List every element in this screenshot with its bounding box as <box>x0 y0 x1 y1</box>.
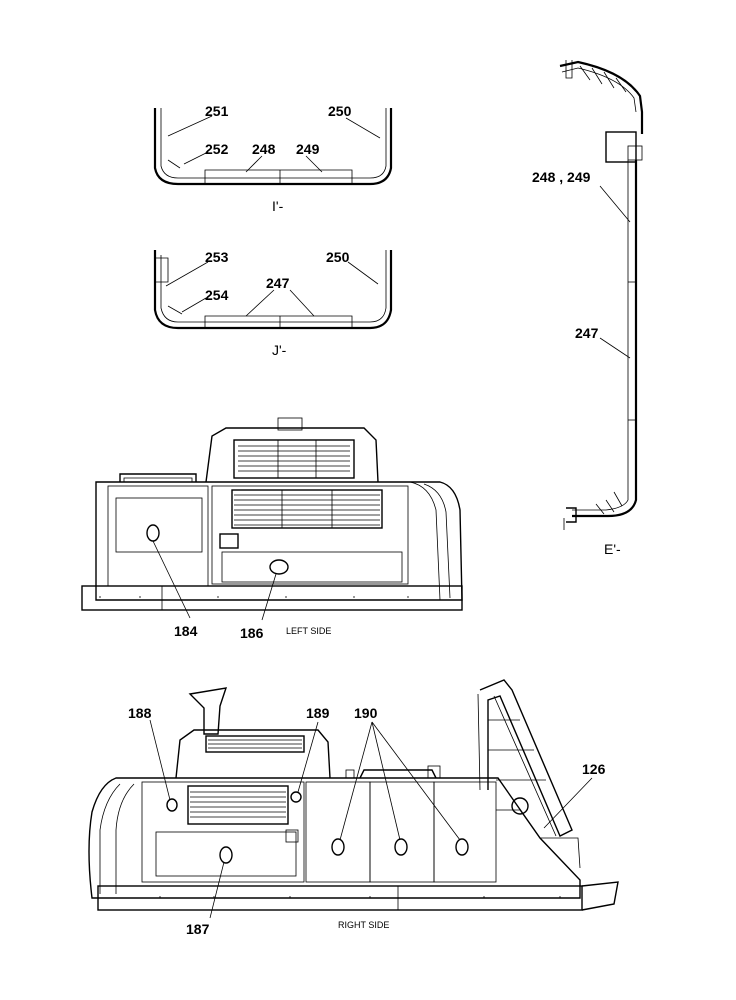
label-253: 253 <box>205 249 229 265</box>
caption-view-j: J'- <box>272 342 287 358</box>
label-186: 186 <box>240 625 264 641</box>
right-side-drawing <box>88 679 619 919</box>
label-249: 249 <box>296 141 320 157</box>
label-247-j: 247 <box>266 275 290 291</box>
caption-view-i: I'- <box>272 198 284 214</box>
label-251: 251 <box>205 103 229 119</box>
label-187: 187 <box>186 921 210 937</box>
label-250-i: 250 <box>328 103 352 119</box>
label-126: 126 <box>582 761 606 777</box>
label-190: 190 <box>354 705 378 721</box>
caption-right-side: RIGHT SIDE <box>338 920 389 930</box>
left-side-drawing <box>81 417 463 621</box>
caption-left-side: LEFT SIDE <box>286 626 331 636</box>
caption-view-e: E'- <box>604 541 621 557</box>
label-189: 189 <box>306 705 330 721</box>
label-247-e: 247 <box>575 325 599 341</box>
label-252: 252 <box>205 141 229 157</box>
label-188: 188 <box>128 705 152 721</box>
label-248: 248 <box>252 141 276 157</box>
label-248-249: 248 , 249 <box>532 169 591 185</box>
label-184: 184 <box>174 623 198 639</box>
view-e-drawing <box>559 60 644 530</box>
view-i-drawing <box>153 108 393 186</box>
label-254: 254 <box>205 287 229 303</box>
view-j-drawing <box>153 250 393 330</box>
label-250-j: 250 <box>326 249 350 265</box>
